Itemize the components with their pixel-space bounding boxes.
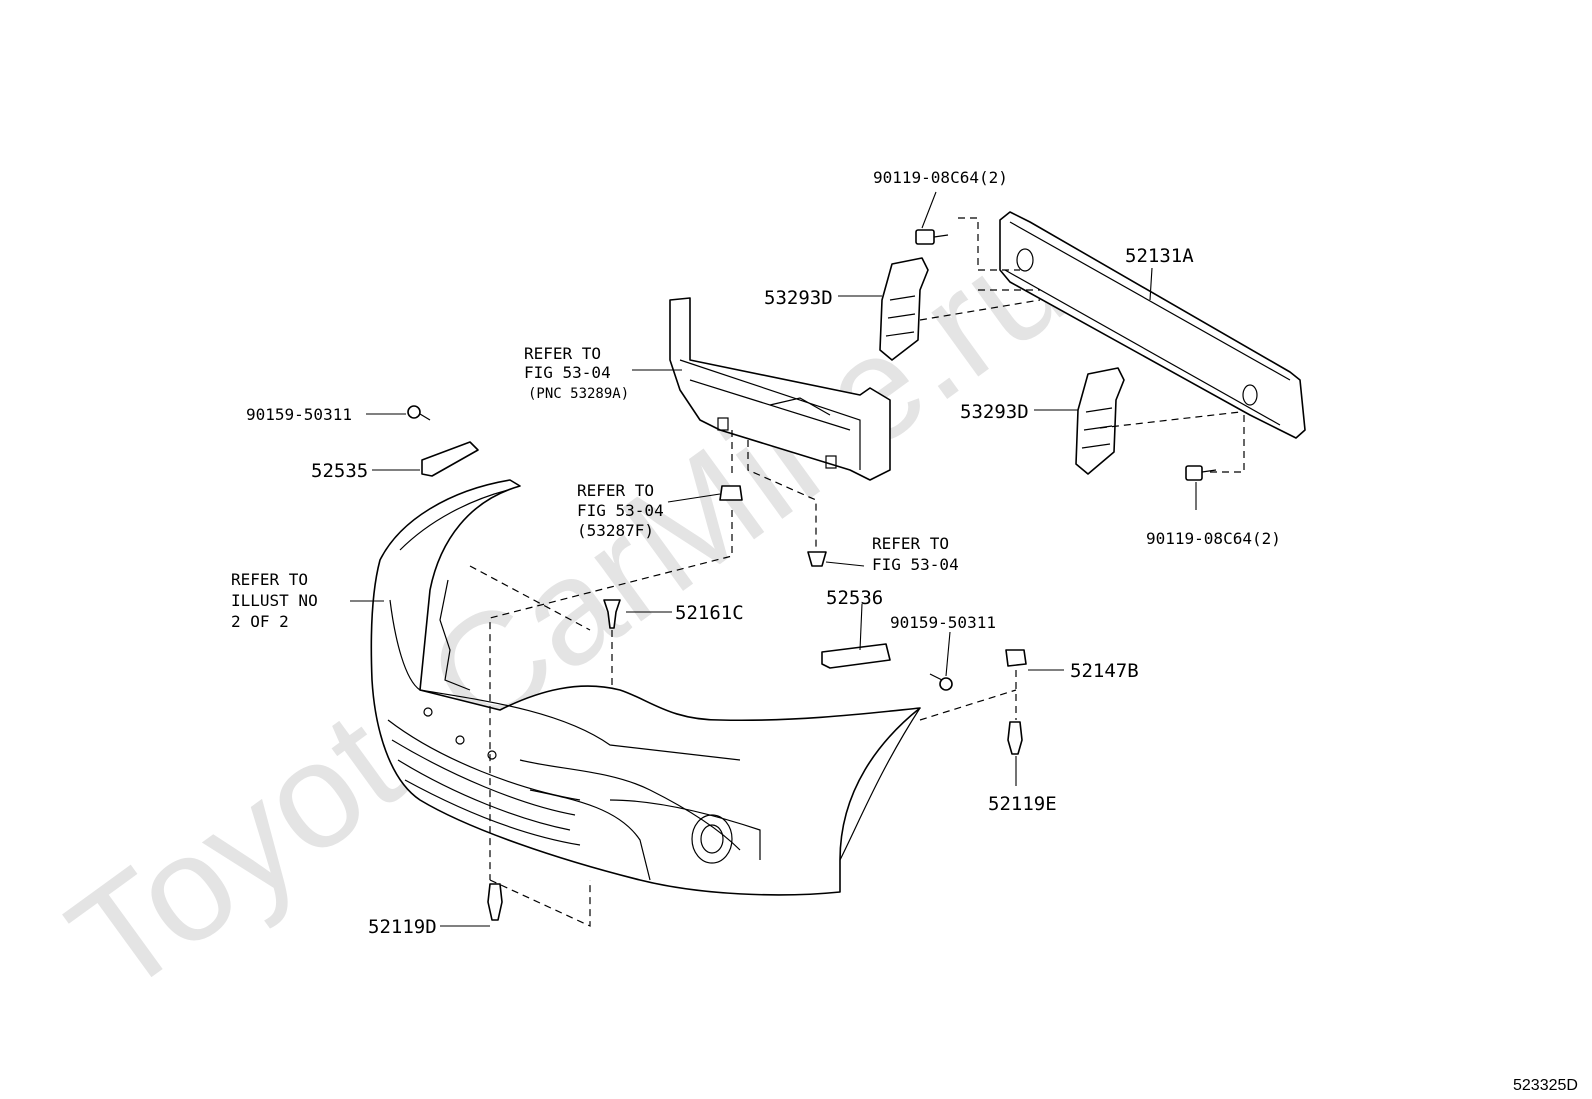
label-bolt-bottom: 90119-08C64(2) [1146, 529, 1281, 548]
label-bolt-left: 52119D [368, 916, 437, 938]
label-bolt-top: 90119-08C64(2) [873, 168, 1008, 187]
note-refer-clip: REFER TO FIG 53-04 (53287F) [577, 481, 664, 540]
bolt-right-icon [1007, 721, 1023, 755]
note-line: FIG 53-04 [577, 501, 664, 520]
label-nut-right: 52147B [1070, 660, 1139, 682]
note-refer-illust: REFER TO ILLUST NO 2 OF 2 [231, 570, 318, 631]
note-line: REFER TO [524, 344, 601, 363]
extension-lower [1075, 367, 1125, 475]
label-retainer-right: 52536 [826, 587, 883, 609]
note-line: REFER TO [577, 481, 654, 500]
bolt-top-icon [915, 229, 949, 245]
clip-mid-icon [807, 551, 827, 567]
note-refer-clip2: REFER TO FIG 53-04 [872, 534, 959, 574]
note-line: REFER TO [872, 534, 949, 553]
clip-upper-icon [719, 485, 743, 501]
retainer-right [821, 643, 891, 669]
drawing-code: 523325D [1513, 1077, 1578, 1094]
extension-upper [879, 257, 929, 361]
label-bolt-right: 52119E [988, 793, 1057, 815]
assembly-lines [469, 217, 1245, 927]
label-extension-upper: 53293D [764, 287, 833, 309]
leader-lines [350, 191, 1197, 927]
clip-center-icon [603, 599, 621, 629]
note-line: FIG 53-04 [524, 363, 611, 382]
bolt-left-icon [487, 883, 503, 921]
note-line: 2 OF 2 [231, 612, 289, 631]
screw-left-icon [407, 405, 431, 421]
upper-cover [669, 297, 891, 481]
label-screw-right: 90159-50311 [890, 613, 996, 632]
bolt-bottom-icon [1185, 465, 1217, 481]
note-line: ILLUST NO [231, 591, 318, 610]
label-retainer-left: 52535 [311, 460, 368, 482]
note-line: (PNC 53289A) [528, 386, 629, 402]
screw-right-icon [929, 673, 953, 691]
note-refer-cover: REFER TO FIG 53-04 (PNC 53289A) [524, 344, 629, 402]
note-line: FIG 53-04 [872, 555, 959, 574]
label-extension-lower: 53293D [960, 401, 1029, 423]
nut-right-icon [1005, 649, 1027, 667]
label-reinforcement: 52131A [1125, 245, 1194, 267]
watermark-text: ToyotaCarMine.ru [40, 194, 1096, 1026]
retainer-left [421, 441, 479, 477]
bumper-reinforcement [999, 211, 1306, 439]
label-clip-center: 52161C [675, 602, 744, 624]
note-line: (53287F) [577, 521, 654, 540]
note-line: REFER TO [231, 570, 308, 589]
bumper-cover [370, 479, 921, 896]
label-screw-left: 90159-50311 [246, 405, 352, 424]
